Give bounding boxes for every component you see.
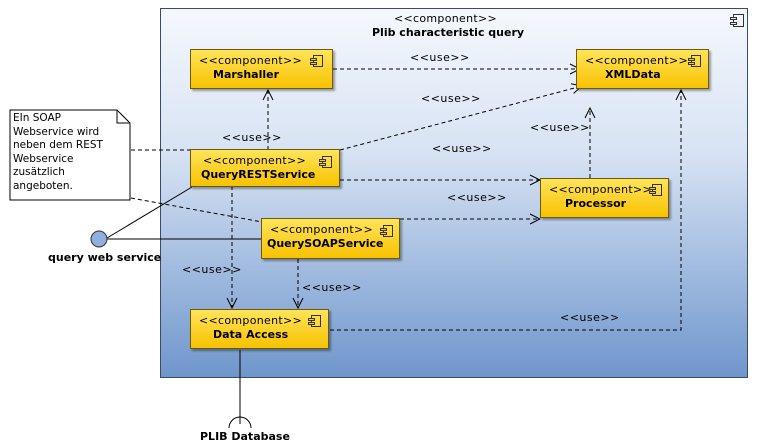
marshaller-name: Marshaller [213,68,280,81]
component-querysoapservice[interactable]: <<component>> QuerySOAPService [261,218,400,259]
component-icon [688,55,701,67]
use-label-marshaller-xmldata: <<use>> [410,51,470,64]
component-icon [319,156,332,168]
xmldata-stereotype: <<component>> [585,54,688,67]
iface-link-rest [106,186,193,239]
querysoap-name: QuerySOAPService [267,237,384,250]
component-xmldata[interactable]: <<component>> XMLData [576,49,709,89]
use-label-dataaccess-xmldata: <<use>> [560,311,620,324]
note-text: EIn SOAP Webservice wird neben dem REST … [13,112,103,192]
container-name: Plib characteristic query [372,26,525,39]
use-label-rest-xmldata-upper: <<use>> [421,92,481,105]
component-icon [649,184,662,196]
lollipop-icon [90,230,108,248]
note-fold [116,110,130,124]
component-processor[interactable]: <<component>> Processor [540,178,669,218]
socket-icon [228,416,252,429]
note-anchor-soap [130,197,263,223]
queryrest-name: QueryRESTService [201,168,316,181]
use-label-soap-processor: <<use>> [447,191,507,204]
queryrest-stereotype: <<component>> [203,154,306,167]
use-label-processor-xmldata: <<use>> [530,121,590,134]
provided-interface-label: query web service [48,251,162,264]
component-queryrestservice[interactable]: <<component>> QueryRESTService [190,149,340,187]
processor-stereotype: <<component>> [549,183,652,196]
use-label-rest-marshaller: <<use>> [222,131,282,144]
use-label-soap-dataaccess: <<use>> [302,281,362,294]
querysoap-stereotype: <<component>> [270,223,373,236]
dataaccess-stereotype: <<component>> [199,314,302,327]
dataaccess-name: Data Access [213,328,289,341]
dep-dataaccess-xmldata [330,90,681,331]
processor-name: Processor [565,197,627,210]
use-label-rest-dataaccess: <<use>> [182,263,242,276]
component-icon [308,315,321,327]
note-shape [9,109,131,201]
component-dataaccess[interactable]: <<component>> Data Access [190,309,329,349]
component-icon [730,14,744,27]
component-icon [380,225,393,237]
use-label-rest-xmldata: <<use>> [432,142,492,155]
xmldata-name: XMLData [605,68,661,81]
component-icon [310,55,323,67]
container-stereotype: <<component>> [394,12,497,25]
component-marshaller[interactable]: <<component>> Marshaller [190,49,333,89]
marshaller-stereotype: <<component>> [199,54,302,67]
required-interface-label: PLIB Database [200,430,290,443]
